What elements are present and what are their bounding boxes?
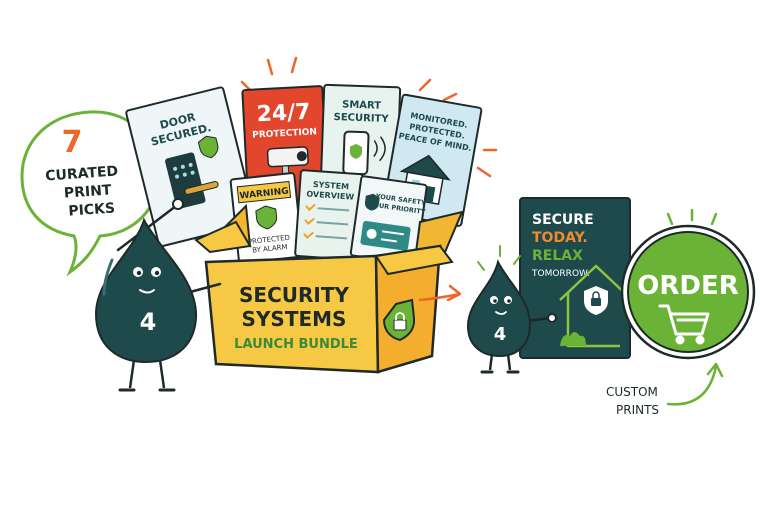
smart-lock-icon: [165, 152, 206, 209]
box-line1: SECURITY: [239, 283, 349, 307]
panel-word1: SECURE: [532, 212, 594, 228]
poster-door-secured: DOOR SECURED.: [125, 86, 257, 248]
order-button[interactable]: ORDER: [620, 208, 756, 360]
caption-line2: PRINTS: [616, 403, 659, 417]
poster-warning-line2: BY ALARM: [252, 243, 288, 255]
custom-prints-caption: CUSTOM PRINTS: [606, 362, 724, 417]
launch-bundle-box: SECURITY SYSTEMS LAUNCH BUNDLE: [194, 203, 464, 374]
poster-smart-line1: SMART: [342, 99, 382, 111]
panel-word4: TOMORROW.: [531, 269, 590, 279]
safety-shield-icon: [364, 193, 380, 211]
poster-your-safety: YOUR SAFETY OUR PRIORITY: [349, 175, 428, 265]
panel-word3: RELAX: [532, 248, 583, 264]
bubble-number: 7: [62, 125, 83, 160]
bubble-line1: CURATED: [45, 163, 119, 184]
bubble-line3: PICKS: [68, 200, 116, 219]
shopping-cart-icon: [658, 304, 710, 345]
arrow-right-icon: [418, 284, 462, 302]
order-button-label: ORDER: [637, 271, 739, 301]
shield-icon: [197, 135, 219, 159]
mascot-right: 4: [466, 245, 557, 374]
poster-warning: WARNING PROTECTED BY ALARM: [229, 172, 304, 264]
box-line3: LAUNCH BUNDLE: [234, 337, 358, 352]
poster-247-line2: PROTECTION: [252, 127, 317, 140]
bush-icon: [560, 332, 586, 346]
mascot-left: 4: [94, 198, 222, 392]
panel-word2: TODAY.: [532, 230, 588, 246]
sparkle-marks: [240, 56, 498, 178]
poster-smart-line2: SECURITY: [333, 112, 389, 125]
caption-line1: CUSTOM: [606, 385, 658, 399]
poster-overview-line2: OVERVIEW: [306, 189, 355, 201]
alarm-shield-icon: [255, 205, 278, 230]
id-card-icon: [360, 220, 411, 251]
poster-247-line1: 24/7: [256, 100, 311, 128]
checklist-icon: [303, 204, 350, 240]
secure-today-panel: SECURE TODAY. RELAX TOMORROW.: [519, 197, 633, 359]
box-line2: SYSTEMS: [242, 307, 347, 331]
phone-lock-icon: [349, 143, 363, 159]
bubble-line2: PRINT: [63, 182, 112, 201]
curved-arrow-icon: [666, 362, 724, 406]
poster-overview-line1: SYSTEM: [313, 180, 350, 192]
mascot-right-label: 4: [494, 324, 507, 345]
poster-system-overview: SYSTEM OVERVIEW: [294, 169, 364, 261]
mascot-left-label: 4: [140, 308, 157, 336]
